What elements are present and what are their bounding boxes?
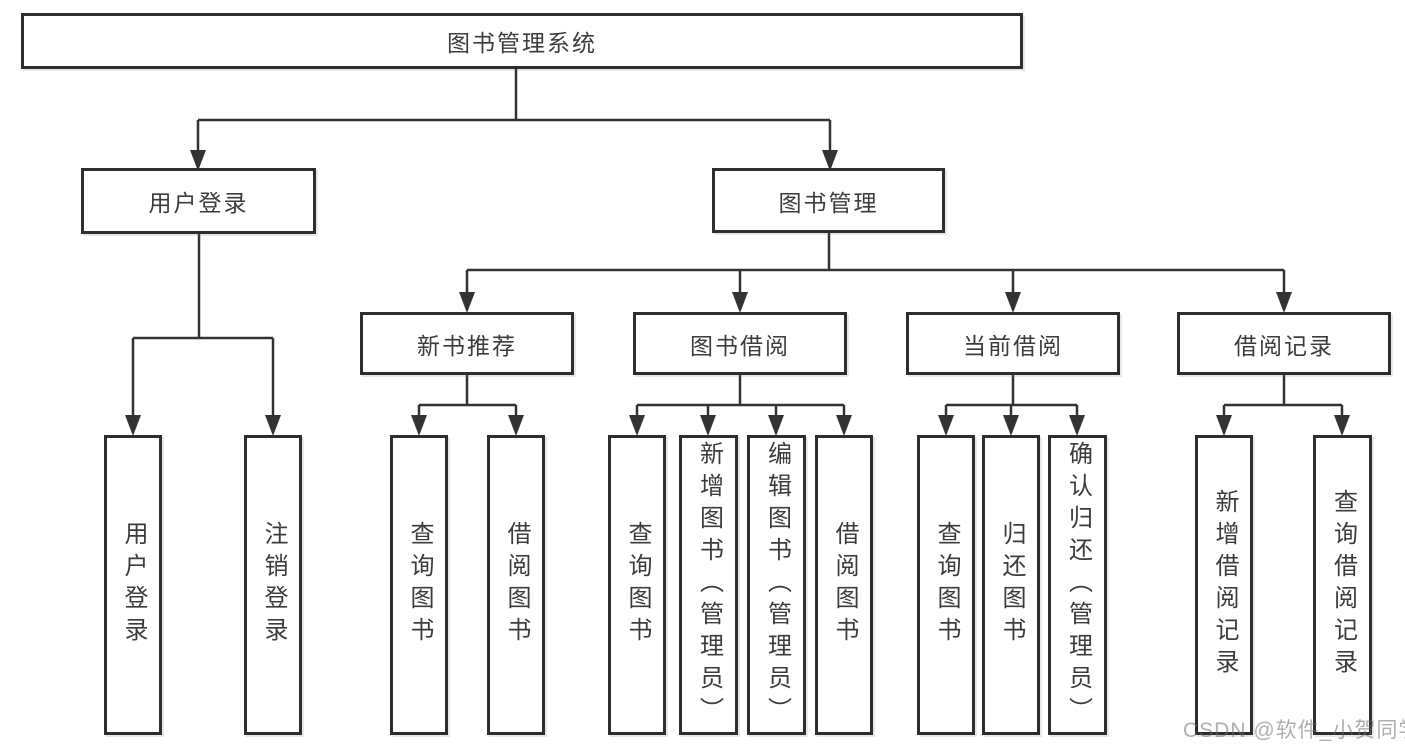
node-label: 查询图书	[406, 521, 433, 649]
leaf-borrow-books: 借阅图书	[815, 435, 873, 735]
leaf-logout: 注销登录	[244, 435, 302, 735]
node-label: 归还图书	[998, 521, 1025, 649]
leaf-query-books-borrow: 查询图书	[608, 435, 666, 735]
leaf-query-borrow-record: 查询借阅记录	[1313, 435, 1372, 735]
leaf-query-books-current: 查询图书	[917, 435, 975, 735]
leaf-add-books-admin: 新增图书（管理员）	[679, 435, 738, 735]
arrowheads	[125, 150, 1350, 436]
node-current-borrowing: 当前借阅	[906, 312, 1120, 375]
leaf-add-borrow-record: 新增借阅记录	[1195, 435, 1253, 735]
node-book-management: 图书管理	[712, 168, 945, 233]
node-label: 图书管理	[778, 189, 879, 216]
leaf-query-books-recommend: 查询图书	[390, 435, 448, 735]
node-label: 当前借阅	[963, 332, 1063, 359]
node-label: 查询借阅记录	[1329, 489, 1357, 681]
node-label: 编辑图书（管理员）	[763, 441, 791, 729]
node-label: 借阅图书	[503, 521, 530, 649]
node-label: 图书管理系统	[447, 30, 597, 56]
node-label: 新增图书（管理员）	[695, 441, 723, 729]
node-label: 查询图书	[624, 521, 651, 649]
node-label: 新增借阅记录	[1211, 489, 1238, 681]
node-label: 注销登录	[260, 521, 287, 649]
node-label: 借阅图书	[831, 521, 858, 649]
leaf-return-books: 归还图书	[982, 435, 1040, 735]
node-label: 用户登录	[120, 521, 147, 649]
node-book-borrowing: 图书借阅	[633, 312, 847, 375]
node-library-system: 图书管理系统	[21, 13, 1023, 69]
leaf-confirm-return-admin: 确认归还（管理员）	[1048, 435, 1107, 735]
leaf-borrow-books-recommend: 借阅图书	[487, 435, 545, 735]
node-label: 借阅记录	[1234, 332, 1334, 359]
csdn-watermark: CSDN @软件_小贺同学	[1183, 719, 1405, 742]
node-label: 用户登录	[148, 190, 249, 216]
node-label: 图书借阅	[690, 332, 790, 359]
leaf-user-login: 用户登录	[104, 435, 162, 735]
node-user-login: 用户登录	[81, 168, 316, 234]
leaf-edit-books-admin: 编辑图书（管理员）	[747, 435, 806, 735]
node-label: 确认归还（管理员）	[1064, 441, 1092, 729]
node-label: 新书推荐	[417, 332, 517, 359]
node-borrowing-records: 借阅记录	[1177, 312, 1391, 375]
node-label: 查询图书	[933, 521, 960, 649]
node-new-book-recommendation: 新书推荐	[360, 312, 574, 375]
